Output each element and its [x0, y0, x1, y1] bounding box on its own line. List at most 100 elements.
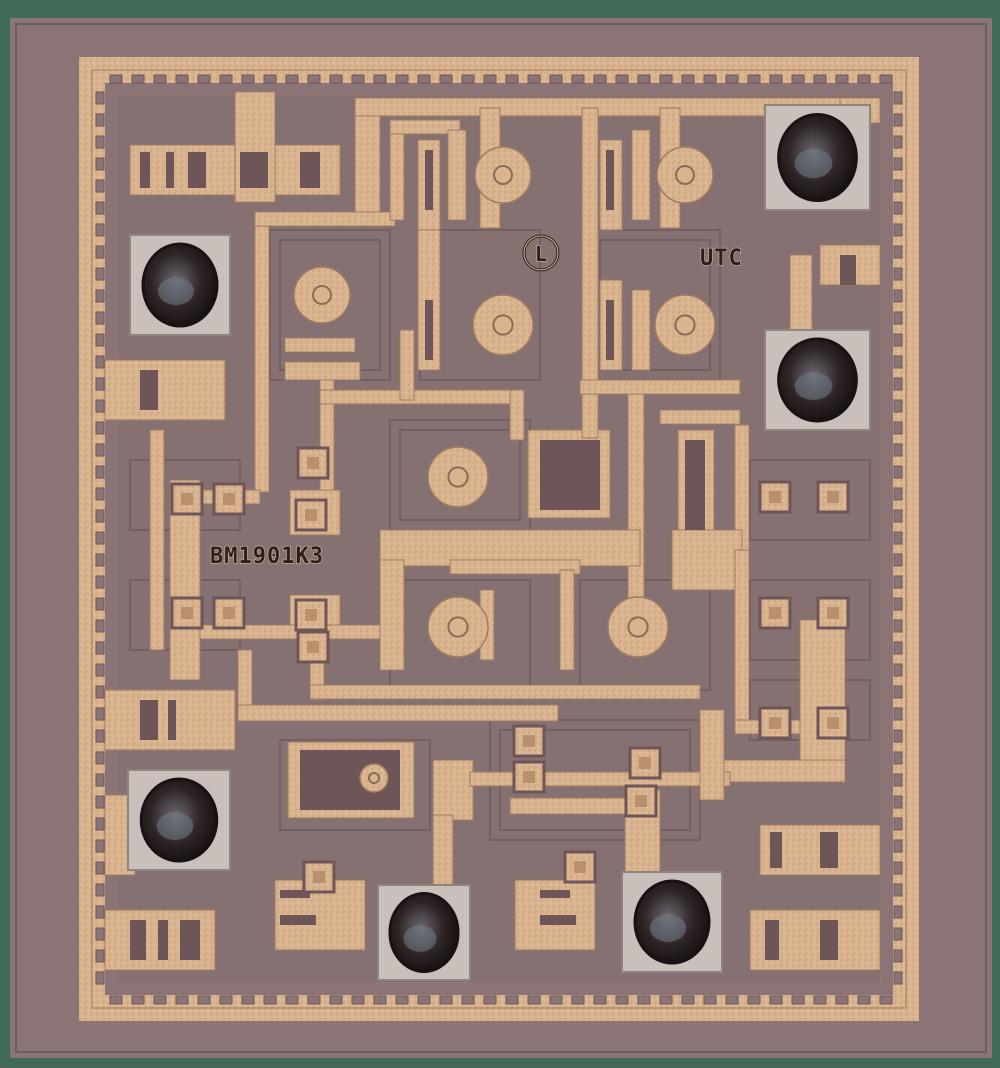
ring-contact [893, 201, 903, 215]
square-contact-core [827, 717, 839, 729]
ring-contact [95, 509, 105, 523]
square-contact [512, 760, 546, 794]
ring-contact [893, 245, 903, 259]
ring-contact [637, 995, 651, 1005]
ring-contact [893, 729, 903, 743]
ring-contact [505, 74, 519, 84]
ring-contact [747, 995, 761, 1005]
bond-ball-highlight [158, 277, 194, 305]
bond-ball-highlight [794, 148, 833, 179]
ring-contact [95, 201, 105, 215]
ring-contact [893, 509, 903, 523]
ring-contact [893, 179, 903, 193]
square-contact-core [827, 491, 839, 503]
square-contact-core [574, 861, 586, 873]
ring-contact [95, 245, 105, 259]
ring-contact [109, 74, 123, 84]
ring-contact [95, 949, 105, 963]
ring-contact [725, 74, 739, 84]
ring-contact [95, 157, 105, 171]
ring-contact [95, 641, 105, 655]
square-contact-core [307, 641, 319, 653]
ring-contact [95, 861, 105, 875]
square-contact-core [523, 735, 535, 747]
square-contact-core [827, 607, 839, 619]
ring-contact [893, 91, 903, 105]
ring-contact [893, 949, 903, 963]
ring-contact [893, 905, 903, 919]
ring-contact [893, 487, 903, 501]
ring-contact [835, 74, 849, 84]
square-contact-core [223, 493, 235, 505]
emitter-center [447, 466, 469, 488]
ring-contact [373, 74, 387, 84]
square-contact-core [181, 493, 193, 505]
ring-contact [893, 927, 903, 941]
bond-pads [127, 104, 871, 981]
contact-slots [130, 150, 856, 960]
ring-contact [95, 465, 105, 479]
ring-contact [893, 531, 903, 545]
ring-contact [307, 74, 321, 84]
ring-contact [615, 74, 629, 84]
ring-contact [893, 377, 903, 391]
emitter-center [447, 616, 469, 638]
ring-contact [131, 74, 145, 84]
ring-contact [791, 74, 805, 84]
ring-contact [893, 685, 903, 699]
ring-contact [893, 135, 903, 149]
emitter-center [368, 772, 380, 784]
square-contact-core [769, 491, 781, 503]
ring-contact [879, 74, 893, 84]
scribe-inner [15, 23, 987, 1053]
ring-contact [725, 995, 739, 1005]
ring-contact [95, 179, 105, 193]
guard-ring-contacts [95, 74, 903, 1005]
ring-contact [95, 773, 105, 787]
ring-contact [95, 355, 105, 369]
ring-contact [373, 995, 387, 1005]
ring-contact [95, 927, 105, 941]
ring-contact [219, 995, 233, 1005]
square-contact-core [523, 771, 535, 783]
ring-contact [95, 311, 105, 325]
ring-contact [857, 995, 871, 1005]
ring-contact [571, 74, 585, 84]
ring-contact [893, 465, 903, 479]
ring-contact [95, 223, 105, 237]
ring-contact [681, 74, 695, 84]
emitter-center [675, 165, 695, 185]
ring-contact [615, 995, 629, 1005]
square-contact-core [223, 607, 235, 619]
ring-contact [95, 135, 105, 149]
square-contact [302, 860, 336, 894]
ring-contact [893, 333, 903, 347]
ring-contact [893, 817, 903, 831]
ring-contact [893, 597, 903, 611]
ring-contact [857, 74, 871, 84]
ring-contact [285, 995, 299, 1005]
ring-contact [95, 267, 105, 281]
logo-letter: L [535, 242, 547, 266]
square-contact-core [305, 509, 317, 521]
ring-contact [263, 995, 277, 1005]
ring-contact [285, 74, 299, 84]
ring-contact [769, 74, 783, 84]
ring-contact [95, 707, 105, 721]
ring-contact [197, 74, 211, 84]
ring-contact [893, 619, 903, 633]
square-contact [563, 850, 597, 884]
ring-contact [329, 995, 343, 1005]
ring-contact [893, 289, 903, 303]
ring-contact [893, 421, 903, 435]
ring-contact [813, 995, 827, 1005]
ring-contact [95, 619, 105, 633]
ring-contact [307, 995, 321, 1005]
ring-contact [95, 685, 105, 699]
maker-label: UTC [700, 246, 743, 271]
ring-contact [893, 157, 903, 171]
ring-contact [95, 751, 105, 765]
ring-contact [893, 575, 903, 589]
ring-contact [95, 905, 105, 919]
